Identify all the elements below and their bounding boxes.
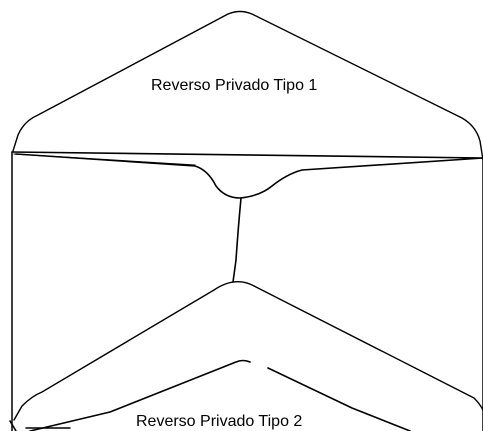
- bottom-flap-outline: [13, 281, 483, 421]
- top-flap-outline: [12, 10, 483, 161]
- corner-mark-left: [9, 420, 17, 431]
- center-seam: [232, 197, 242, 283]
- body-top-edge: [11, 151, 483, 159]
- label-reverso-tipo-1: Reverso Privado Tipo 1: [151, 77, 318, 94]
- center-notch-upper: [15, 153, 483, 199]
- inner-flap-left: [29, 359, 251, 431]
- label-reverso-tipo-2: Reverso Privado Tipo 2: [136, 413, 303, 430]
- inner-flap-right: [267, 367, 411, 431]
